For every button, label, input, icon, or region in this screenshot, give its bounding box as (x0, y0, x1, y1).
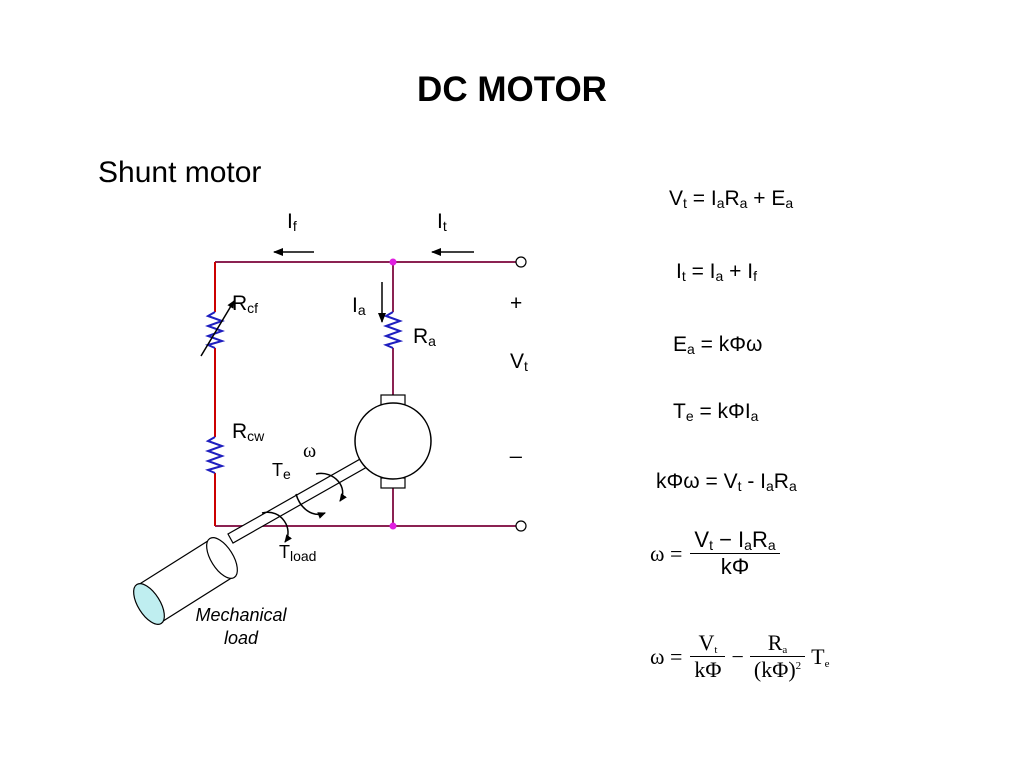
tload-label: Tload (279, 542, 317, 564)
fraction-1-denominator: kΦ (694, 657, 722, 682)
equation-speed-torque: ω = Vt kΦ − Ra (kΦ)2 Te (650, 630, 829, 683)
plus-sign: + (510, 292, 523, 315)
negative-terminal (515, 520, 527, 532)
fraction-1-bar (690, 656, 726, 657)
if-label: If (287, 210, 297, 234)
rcf-resistor-icon (205, 311, 226, 349)
motor-armature-icon (354, 402, 432, 480)
rcw-resistor-icon (205, 436, 226, 474)
equation-back-emf: Ea = kΦω (673, 333, 763, 357)
ra-resistor-icon (383, 311, 404, 349)
circuit-wires (214, 261, 521, 527)
section-subtitle: Shunt motor (98, 156, 262, 189)
page-title: DC MOTOR (417, 70, 607, 109)
speed-fraction-numerator: Vt − IaRa (694, 527, 776, 553)
omega-label: ω (303, 440, 317, 462)
speed-torque-lhs: ω = (650, 643, 683, 669)
te-torque-arc-icon (315, 472, 347, 502)
equation-total-current: It = Ia + If (676, 260, 757, 284)
mechanical-load-line2: load (223, 628, 259, 648)
minus-sign: _ (510, 436, 522, 459)
rheostat-arrow-icon (200, 300, 235, 357)
speed-torque-fraction-1: Vt kΦ (690, 630, 726, 683)
it-label: It (437, 210, 447, 234)
te-label: Te (272, 460, 291, 482)
vt-label: Vt (510, 350, 528, 374)
tload-torque-arc-icon (261, 511, 292, 543)
fraction-2-bar (749, 656, 806, 657)
speed-fraction-denominator: kΦ (720, 554, 750, 579)
rcw-label: Rcw (232, 420, 265, 444)
fraction-1-numerator: Vt (698, 630, 718, 656)
ra-label: Ra (413, 325, 436, 349)
speed-fraction-lhs: ω = (650, 540, 683, 566)
omega-rotation-arc-icon (295, 493, 326, 519)
speed-fraction-bar (690, 553, 780, 554)
ia-label: Ia (352, 294, 366, 318)
load-cylinder-face (133, 583, 165, 625)
equation-kphi-omega: kΦω = Vt - IaRa (656, 470, 797, 494)
speed-torque-minus: − (731, 643, 744, 669)
speed-torque-fraction-2: Ra (kΦ)2 (749, 630, 806, 683)
load-cylinder-back (206, 537, 238, 579)
positive-terminal (515, 256, 527, 268)
fraction-2-denominator: (kΦ)2 (753, 657, 802, 682)
top-junction-node (389, 258, 397, 266)
rcf-label: Rcf (232, 292, 259, 316)
mechanical-load-line1: Mechanical (195, 605, 287, 625)
equation-terminal-voltage: Vt = IaRa + Ea (669, 187, 794, 211)
speed-torque-tail: Te (811, 643, 830, 670)
equation-torque: Te = kΦIa (673, 400, 759, 424)
fraction-2-numerator: Ra (767, 630, 788, 656)
motor-shaft (227, 457, 368, 544)
mechanical-load-label: Mechanical load (180, 604, 302, 650)
speed-fraction: Vt − IaRa kΦ (690, 527, 780, 580)
bottom-junction-node (389, 522, 397, 530)
equation-speed-fraction: ω = Vt − IaRa kΦ (650, 527, 780, 580)
mechanical-load-icon (133, 537, 238, 625)
